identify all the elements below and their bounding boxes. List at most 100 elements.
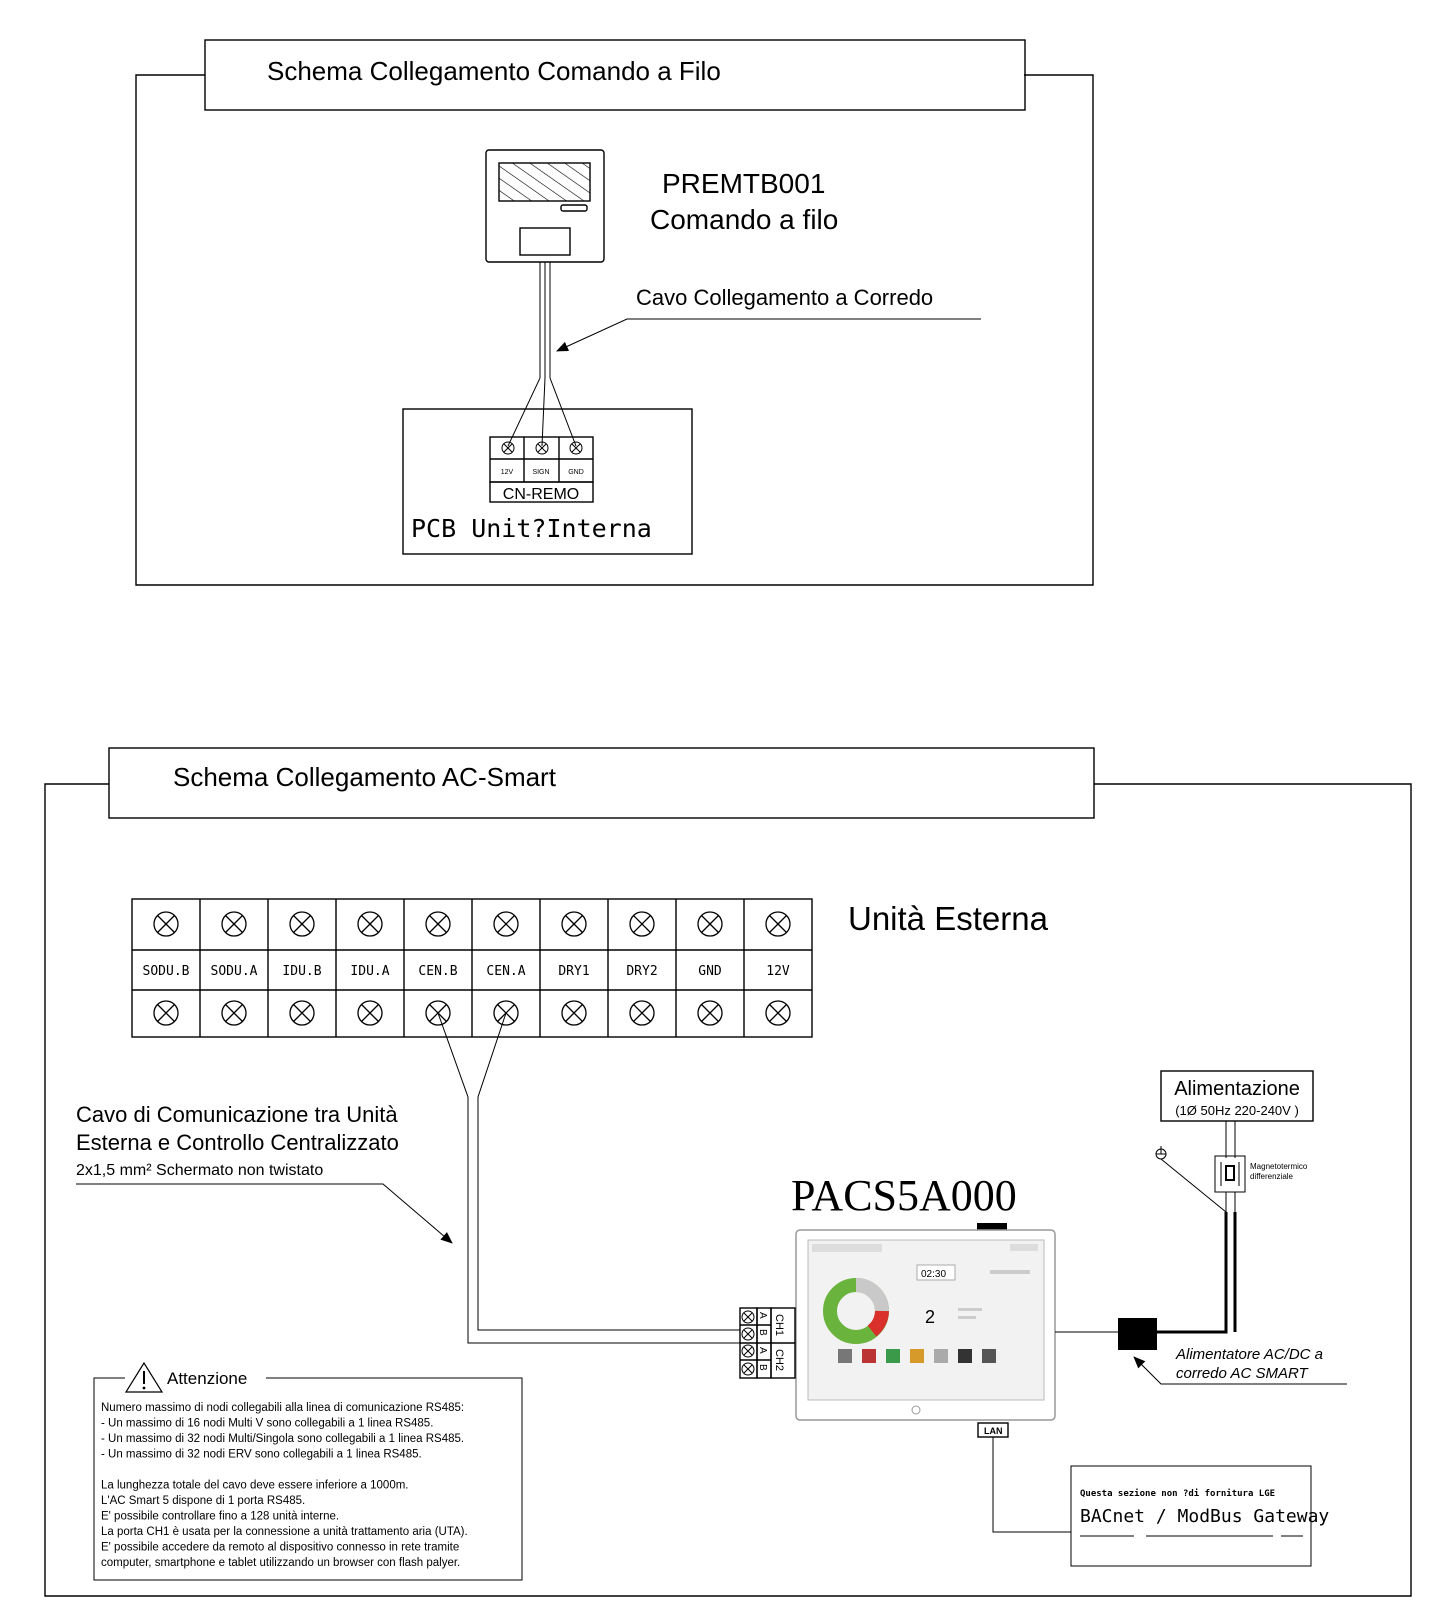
- diagram2-title: Schema Collegamento AC-Smart: [173, 762, 557, 792]
- ac-dc-adapter: [1118, 1318, 1157, 1350]
- screw-terminal-icon: [629, 1000, 655, 1026]
- screw-terminal-icon: [501, 441, 515, 455]
- screw-terminal-icon: [629, 911, 655, 937]
- terminal-label-dry2: DRY2: [626, 964, 657, 979]
- screw-terminal-icon: [425, 911, 451, 937]
- comm-cable-spec: 2x1,5 mm² Schermato non twistato: [76, 1162, 323, 1179]
- wired-remote-icon: [485, 149, 605, 263]
- terminal-label-12v: 12V: [766, 964, 790, 979]
- port-ch2-b: B: [757, 1364, 768, 1371]
- warning-line: E' possibile controllare fino a 128 unit…: [101, 1511, 339, 1523]
- ground-icon: [1155, 1146, 1167, 1160]
- controller-name: Comando a filo: [650, 204, 838, 235]
- terminal-label-cen-a: CEN.A: [486, 964, 525, 979]
- dc-power-cable: [1157, 1212, 1228, 1334]
- terminal-label-12v: 12V: [501, 469, 514, 476]
- cn-remo-terminal-block: 12V SIGN GND CN-REMO: [489, 436, 594, 503]
- ground-wire: [1160, 1158, 1227, 1213]
- device-model: PACS5A000: [791, 1171, 1017, 1220]
- screw-terminal-icon: [153, 911, 179, 937]
- ac-smart-device: 02:30 2: [795, 1223, 1056, 1421]
- screw-terminal-icon: [765, 911, 791, 937]
- screw-terminal-icon: [221, 911, 247, 937]
- warning-line: - Un massimo di 32 nodi Multi/Singola so…: [101, 1433, 464, 1445]
- terminal-label-sodu-a: SODU.A: [211, 964, 258, 979]
- comm-cable-label-line1: Cavo di Comunicazione tra Unità: [76, 1102, 398, 1127]
- port-ch1-b: B: [757, 1329, 768, 1336]
- warning-title: Attenzione: [167, 1369, 247, 1388]
- power-spec: (1Ø 50Hz 220-240V ): [1175, 1103, 1299, 1118]
- comm-cable-leader: [76, 1183, 453, 1244]
- screen-time: 02:30: [921, 1269, 946, 1280]
- gateway-note: Questa sezione non ?di fornitura LGE: [1080, 1488, 1275, 1499]
- lan-cable: [992, 1437, 1071, 1533]
- cable-label: Cavo Collegamento a Corredo: [636, 285, 933, 310]
- port-ch1-a: A: [757, 1312, 768, 1319]
- terminal-label-dry1: DRY1: [558, 964, 589, 979]
- adapter-label-line2: corredo AC SMART: [1176, 1365, 1310, 1382]
- diagram1-title-box: [204, 39, 1026, 111]
- screw-terminal-icon: [569, 441, 583, 455]
- outdoor-unit-label: Unità Esterna: [848, 900, 1049, 937]
- port-ch2-label: CH2: [773, 1349, 785, 1371]
- warning-line: La lunghezza totale del cavo deve essere…: [101, 1480, 409, 1492]
- screw-terminal-icon: [765, 1000, 791, 1026]
- port-ch1-label: CH1: [773, 1314, 785, 1336]
- screw-terminal-icon: [493, 911, 519, 937]
- warning-triangle-icon: [124, 1361, 164, 1393]
- diagram-ac-smart: Schema Collegamento AC-Smart SODU.B SODU.…: [44, 747, 1412, 1597]
- power-title: Alimentazione: [1174, 1078, 1300, 1100]
- adapter-leader: [1133, 1356, 1347, 1385]
- gateway-box: [1070, 1465, 1312, 1567]
- pcb-label: PCB Unit?Interna: [411, 514, 652, 543]
- ch-terminal-block: A B A B CH1 CH2: [739, 1307, 796, 1379]
- comm-wire-cen-b: [437, 1012, 740, 1344]
- warning-line: - Un massimo di 16 nodi Multi V sono col…: [101, 1418, 433, 1430]
- screw-terminal-icon: [357, 911, 383, 937]
- terminal-label-idu-a: IDU.A: [350, 964, 389, 979]
- adapter-label-line1: Alimentatore AC/DC a: [1175, 1346, 1323, 1363]
- warning-line: E' possibile accedere da remoto al dispo…: [101, 1542, 459, 1554]
- screw-terminal-icon: [221, 1000, 247, 1026]
- cable-label-leader: [556, 318, 981, 352]
- terminal-label-sodu-b: SODU.B: [143, 964, 190, 979]
- terminal-label-sign: SIGN: [532, 469, 549, 476]
- terminal-label-gnd: GND: [698, 964, 722, 979]
- warning-line: Numero massimo di nodi collegabili alla …: [101, 1402, 464, 1414]
- usage-donut-chart-icon: [823, 1278, 889, 1344]
- warning-line: La porta CH1 è usata per la connessione …: [101, 1526, 468, 1538]
- diagram-wired-remote: Schema Collegamento Comando a Filo PREMT…: [135, 39, 1094, 586]
- port-ch2-a: A: [757, 1347, 768, 1354]
- screw-terminal-icon: [741, 1362, 755, 1376]
- diagram2-title-box: [108, 747, 1095, 819]
- screen-count: 2: [925, 1307, 935, 1327]
- comm-wire-cen-a: [477, 1012, 740, 1331]
- diagram1-frame: [135, 74, 1094, 586]
- diagram1-title: Schema Collegamento Comando a Filo: [267, 56, 721, 86]
- wire-sign: [541, 377, 546, 447]
- breaker-label-line2: differenziale: [1250, 1172, 1294, 1181]
- screw-terminal-icon: [697, 911, 723, 937]
- screw-terminal-icon: [741, 1344, 755, 1358]
- screw-terminal-icon: [697, 1000, 723, 1026]
- screw-terminal-icon: [289, 911, 315, 937]
- wire-gnd: [549, 377, 577, 447]
- controller-model: PREMTB001: [662, 168, 825, 199]
- diagram2-frame: [44, 783, 1412, 1597]
- breaker-icon: [1214, 1155, 1246, 1193]
- warning-line: L'AC Smart 5 dispone di 1 porta RS485.: [101, 1495, 305, 1507]
- screw-terminal-icon: [741, 1310, 755, 1324]
- comm-cable-label-line2: Esterna e Controllo Centralizzato: [76, 1130, 399, 1155]
- warning-line: - Un massimo di 32 nodi ERV sono collega…: [101, 1449, 422, 1461]
- gateway-label: BACnet / ModBus Gateway: [1080, 1506, 1329, 1527]
- terminal-label-idu-b: IDU.B: [282, 964, 321, 979]
- breaker-label-line1: Magnetotermico: [1250, 1162, 1308, 1171]
- screw-terminal-icon: [741, 1327, 755, 1341]
- wire-12v: [507, 377, 541, 447]
- pcb-box: [402, 408, 693, 555]
- warning-box: Attenzione Numero massimo di nodi colleg…: [93, 1361, 523, 1581]
- screw-terminal-icon: [357, 1000, 383, 1026]
- screw-terminal-icon: [535, 441, 549, 455]
